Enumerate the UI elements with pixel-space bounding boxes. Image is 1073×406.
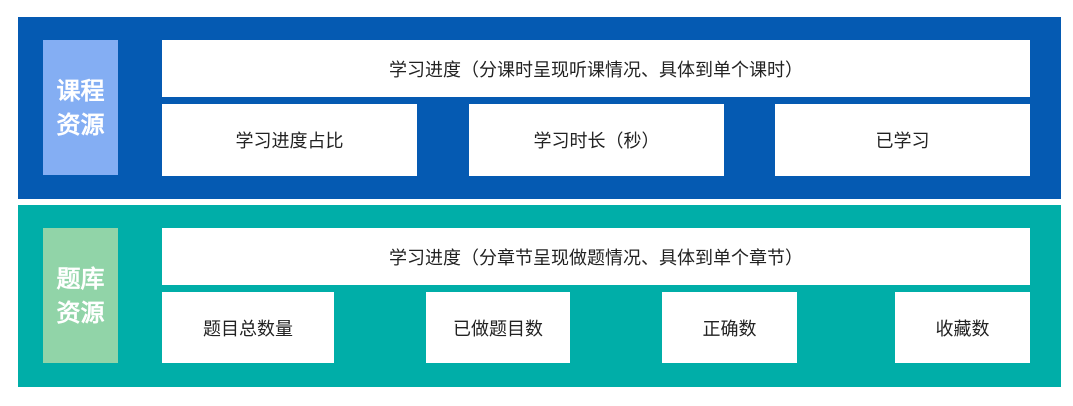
metric-total-questions: 题目总数量 — [162, 292, 334, 363]
course-resources-label: 课程资源 — [43, 40, 118, 175]
metric-favorites-count: 收藏数 — [895, 292, 1030, 363]
question-bank-label-text: 题库资源 — [56, 264, 105, 327]
metric-correct-count: 正确数 — [662, 292, 797, 363]
question-bank-label: 题库资源 — [43, 228, 118, 363]
question-bank-panel: 题库资源 学习进度（分章节呈现做题情况、具体到单个章节） 题目总数量 已做题目数… — [18, 205, 1061, 387]
metric-done-questions: 已做题目数 — [426, 292, 570, 363]
course-resources-label-text: 课程资源 — [56, 76, 105, 139]
metric-progress-ratio: 学习进度占比 — [162, 104, 417, 176]
metric-studied: 已学习 — [775, 104, 1030, 176]
course-progress-box: 学习进度（分课时呈现听课情况、具体到单个课时） — [162, 40, 1030, 97]
metric-study-duration: 学习时长（秒） — [469, 104, 724, 176]
course-resources-panel: 课程资源 学习进度（分课时呈现听课情况、具体到单个课时） 学习进度占比 学习时长… — [18, 17, 1061, 199]
question-progress-box: 学习进度（分章节呈现做题情况、具体到单个章节） — [162, 228, 1030, 285]
